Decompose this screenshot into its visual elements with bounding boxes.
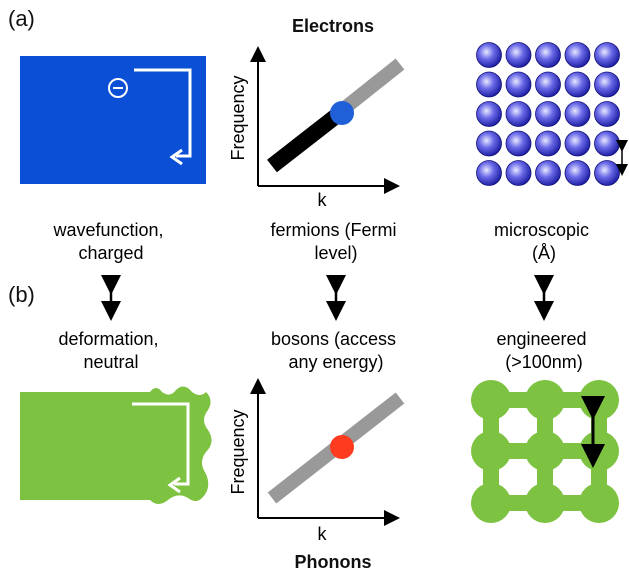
electron-path (134, 68, 192, 158)
atom-sphere (505, 101, 532, 127)
fermi-level-dot (330, 101, 354, 125)
atom-sphere (476, 101, 502, 127)
x-axis-label: k (318, 190, 328, 210)
phonon-energy-dot (330, 435, 354, 459)
atom-sphere (535, 130, 561, 157)
atom-sphere (594, 71, 620, 98)
electron-dispersion-plot: k Frequency (228, 46, 405, 210)
filled-band (267, 106, 345, 173)
atom-sphere (505, 160, 532, 186)
atom-sphere (476, 130, 502, 157)
engineered-lattice (471, 380, 619, 523)
atom-sphere (476, 42, 502, 68)
phonon-deformed-shape (20, 386, 212, 504)
atom-sphere (564, 160, 591, 186)
atom-sphere (594, 160, 620, 186)
lattice-node (471, 483, 511, 523)
atom-sphere (535, 71, 561, 98)
atomic-lattice (476, 42, 620, 186)
lattice-node (525, 483, 565, 523)
atom-sphere (535, 160, 561, 186)
panel-label-b: (b) (8, 282, 35, 307)
lattice-node (471, 380, 511, 420)
phonon-path (132, 402, 190, 486)
atom-sphere (476, 71, 502, 98)
atom-sphere (535, 42, 561, 68)
y-axis-label: Frequency (228, 409, 248, 494)
electron-rect (20, 56, 206, 184)
atom-sphere (505, 130, 532, 157)
lattice-node (471, 431, 511, 471)
atom-sphere (594, 101, 620, 127)
electrons-title: Electrons (291, 16, 375, 36)
phonon-path-arrowhead (167, 476, 181, 494)
atom-sphere (594, 42, 620, 68)
electron-box (20, 56, 206, 184)
desc-deformation: deformation, neutral (58, 329, 163, 372)
panel-label-a: (a) (8, 6, 35, 31)
lattice-node (579, 483, 619, 523)
phonon-dispersion-plot: k Frequency (228, 378, 405, 544)
comparison-arrows (101, 275, 554, 321)
atom-sphere (476, 160, 502, 186)
atom-sphere (564, 71, 591, 98)
desc-fermions: fermions (Fermi level) (270, 220, 401, 263)
desc-microscopic: microscopic (Å) (494, 220, 594, 263)
phonon-box (20, 386, 212, 504)
lattice-node (525, 431, 565, 471)
desc-wavefunction: wavefunction, charged (52, 220, 168, 263)
y-axis-label: Frequency (228, 75, 248, 160)
atom-sphere (594, 130, 620, 157)
electron-charge-circle (108, 78, 128, 98)
atom-sphere (564, 130, 591, 157)
atom-sphere (564, 42, 591, 68)
phonons-title: Phonons (294, 552, 372, 572)
atom-sphere (505, 42, 532, 68)
x-axis-label: k (318, 524, 328, 544)
atom-sphere (535, 101, 561, 127)
lattice-node (579, 431, 619, 471)
lattice-node (579, 380, 619, 420)
atom-sphere (564, 101, 591, 127)
electron-path-arrowhead (169, 148, 183, 166)
desc-engineered: engineered (>100nm) (496, 329, 591, 372)
lattice-node (525, 380, 565, 420)
desc-bosons: bosons (access any energy) (271, 329, 401, 372)
atom-sphere (505, 71, 532, 98)
